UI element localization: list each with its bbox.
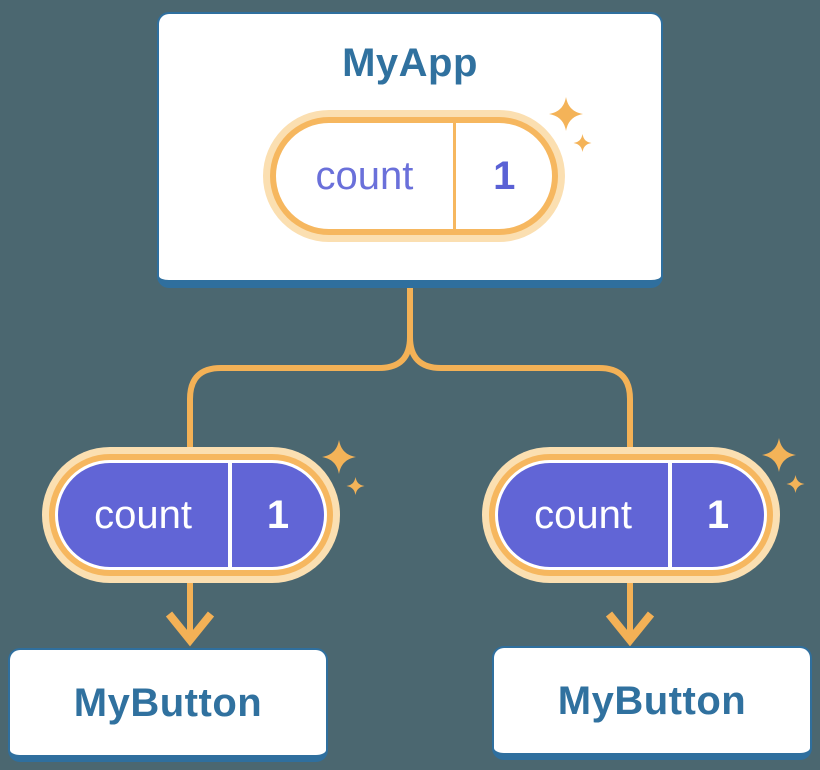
state-value: 1 — [706, 492, 730, 537]
state-name: count — [315, 153, 414, 198]
arrow-down-icon — [165, 611, 215, 647]
pill-ring: count 1 — [49, 454, 333, 576]
pill-body: count 1 — [276, 123, 552, 229]
connector-right-branch — [407, 287, 633, 636]
arrow-down-icon — [605, 611, 655, 647]
pill-body: count 1 — [498, 463, 764, 567]
state-name: count — [534, 492, 632, 537]
state-pill-left: count 1 — [42, 447, 340, 583]
component-title-myapp: MyApp — [342, 41, 478, 85]
pill-body: count 1 — [58, 463, 324, 567]
mybutton-card-left: MyButton — [8, 648, 328, 762]
pill-gap: count 1 — [55, 460, 327, 570]
component-title-mybutton-right: MyButton — [557, 678, 747, 723]
pill-divider — [228, 463, 233, 567]
sparkle-icon — [322, 440, 365, 495]
component-title-mybutton-left: MyButton — [73, 680, 263, 725]
pill-ring: count 1 — [270, 117, 558, 235]
state-value: 1 — [493, 153, 516, 198]
state-value: 1 — [266, 492, 290, 537]
mybutton-card-right: MyButton — [492, 646, 812, 760]
sparkle-icon — [762, 438, 805, 493]
connector-left-branch — [187, 287, 413, 636]
state-pill-root: count 1 — [263, 110, 565, 242]
pill-gap: count 1 — [495, 460, 767, 570]
sparkle-icon — [549, 97, 592, 152]
pill-ring: count 1 — [489, 454, 773, 576]
state-name: count — [94, 492, 192, 537]
pill-divider — [452, 123, 457, 229]
pill-divider — [668, 463, 673, 567]
state-pill-right: count 1 — [482, 447, 780, 583]
